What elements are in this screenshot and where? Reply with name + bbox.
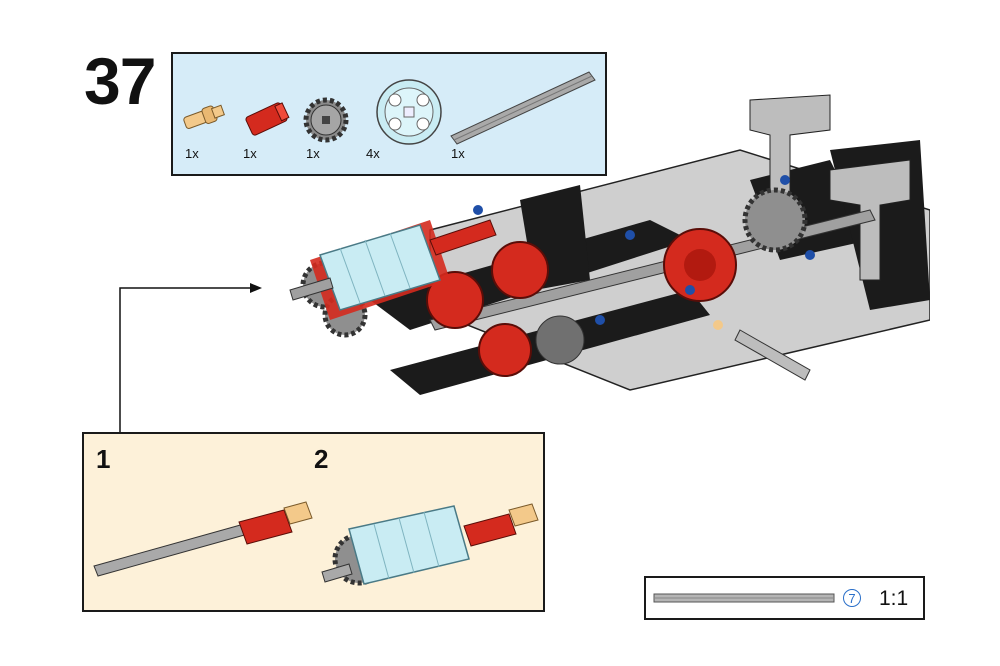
part-qty: 1x <box>185 146 199 161</box>
part-qty: 1x <box>243 146 257 161</box>
axle-icon <box>450 71 596 145</box>
new-hub-assembly <box>289 219 497 320</box>
part-qty: 1x <box>451 146 465 161</box>
substep-box: 1 2 <box>82 432 545 612</box>
substep-number: 1 <box>96 444 111 474</box>
part-qty: 4x <box>366 146 380 161</box>
tan-pin-icon <box>183 104 225 129</box>
hub-icon <box>376 79 442 145</box>
gear-icon <box>303 97 349 143</box>
parts-list-box: 1x 1x 1x 4x 1x <box>171 52 607 176</box>
substep-illustration <box>93 501 539 586</box>
scale-length-badge: 7 <box>843 589 861 607</box>
part-qty: 1x <box>306 146 320 161</box>
model-illustration <box>289 94 930 395</box>
substep-number: 2 <box>314 444 329 474</box>
substep-1-axle <box>93 501 313 577</box>
scale-axle-icon <box>653 593 835 603</box>
parts-illustration <box>183 71 596 145</box>
scale-ratio: 1:1 <box>879 587 909 610</box>
substep-2-hub-assembly <box>321 503 539 586</box>
step-number: 37 <box>84 44 156 118</box>
scale-ruler-box: 7 1:1 <box>644 576 925 620</box>
red-connector-icon <box>245 102 290 136</box>
